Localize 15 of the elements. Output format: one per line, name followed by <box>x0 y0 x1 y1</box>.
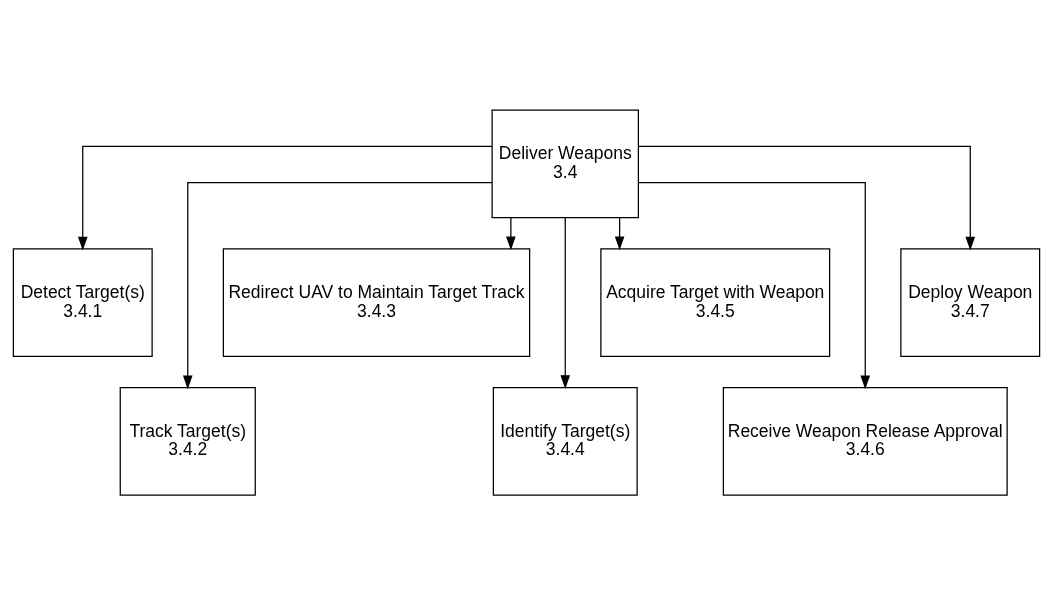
arrow <box>614 217 625 251</box>
node-box: Deliver Weapons 3.4 <box>491 109 639 219</box>
node-box: Detect Target(s) 3.4.1 <box>12 248 153 357</box>
node-box: Track Target(s) 3.4.2 <box>119 386 256 496</box>
arrow <box>560 216 571 389</box>
arrow <box>182 181 493 390</box>
node-box: Receive Weapon Release Approval 3.4.6 <box>722 386 1008 496</box>
arrow <box>638 181 871 390</box>
node-box: Redirect UAV to Maintain Target Track 3.4.3 <box>222 248 531 357</box>
node-box: Acquire Target with Weapon 3.4.5 <box>600 248 831 357</box>
arrow <box>77 145 493 251</box>
arrow <box>637 145 976 251</box>
node-box: Identify Target(s) 3.4.4 <box>492 386 638 496</box>
node-box: Deploy Weapon 3.4.7 <box>900 248 1041 357</box>
arrow <box>506 217 516 251</box>
